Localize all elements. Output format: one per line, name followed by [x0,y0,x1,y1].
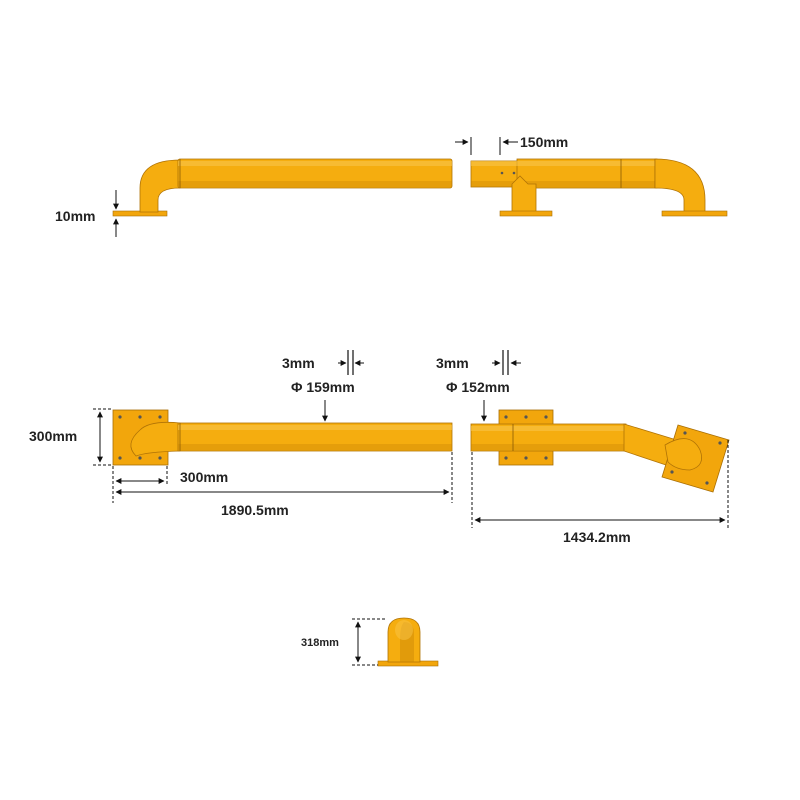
dim-end-height: 318mm [301,618,386,666]
pipe-straight [177,158,453,189]
base-plate [661,210,728,217]
dim-wall-left: 3mm Φ 159mm [282,350,364,422]
dim-sleeve-length: 150mm [455,134,568,155]
plan-view-left [112,409,453,466]
pipe-bend [654,158,706,213]
dim-wall-right: 3mm Φ 152mm [436,350,521,422]
label-sleeve-length: 150mm [520,134,568,150]
label-diameter-right: Φ 152mm [446,379,510,395]
dim-length-left: 1890.5mm [115,452,453,518]
label-plate-height: 300mm [29,428,77,444]
dim-length-right: 1434.2mm [471,440,729,545]
dim-plate-height: 300mm [29,408,113,466]
side-elevation-left [112,158,453,217]
label-end-height: 318mm [301,637,339,649]
label-plate-thickness: 10mm [55,208,95,224]
side-elevation-right [470,158,728,217]
base-plate [499,210,553,217]
label-wall-left: 3mm [282,355,315,371]
dim-plate-width: 300mm [112,466,228,503]
pipe-bend [139,159,181,213]
dim-plate-thickness: 10mm [55,190,119,237]
plan-view-right [470,409,730,493]
label-length-right: 1434.2mm [563,529,631,545]
label-length-left: 1890.5mm [221,502,289,518]
label-diameter-left: Φ 159mm [291,379,355,395]
end-elevation [377,617,439,667]
label-plate-width: 300mm [180,469,228,485]
label-wall-right: 3mm [436,355,469,371]
